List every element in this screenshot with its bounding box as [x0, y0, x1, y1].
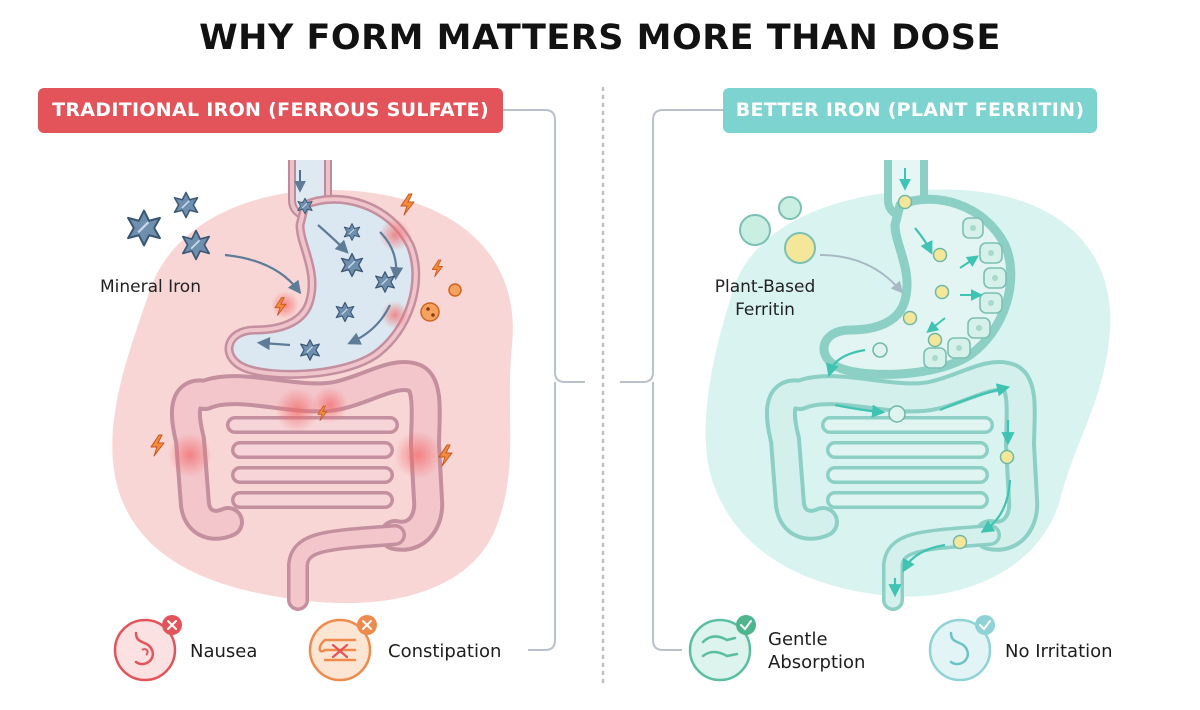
right-bracket [620, 110, 723, 650]
ferritin-bubble [929, 334, 942, 347]
left-digestive-panel [112, 160, 513, 680]
constipation-label: Constipation [388, 640, 501, 663]
ferritin-bubble [785, 233, 815, 263]
nausea-icon-badge [115, 615, 182, 680]
ferritin-bubble [740, 215, 770, 245]
left-bracket [503, 110, 585, 650]
nausea-label: Nausea [190, 640, 257, 663]
iron-particle [128, 211, 160, 246]
ferritin-bubble [934, 249, 947, 262]
gentle-absorption-label: Gentle Absorption [768, 628, 865, 674]
ferritin-bubble [904, 312, 917, 325]
mineral-iron-label: Mineral Iron [100, 276, 201, 299]
ferritin-bubble [779, 197, 801, 219]
iron-particle [174, 192, 197, 217]
right-digestive-panel [690, 160, 1110, 680]
ferritin-bubble [899, 196, 912, 209]
no-irritation-label: No Irritation [1005, 640, 1113, 663]
check-icon [736, 615, 756, 635]
check-icon [975, 615, 995, 635]
ferritin-bubble [954, 536, 967, 549]
constipation-icon-badge [310, 615, 377, 680]
gentle-absorption-icon-badge [690, 615, 756, 680]
plant-ferritin-label: Plant-Based Ferritin [700, 276, 830, 322]
ferritin-bubble [1001, 451, 1014, 464]
ferritin-bubble [936, 286, 949, 299]
no-irritation-icon-badge [930, 615, 995, 680]
